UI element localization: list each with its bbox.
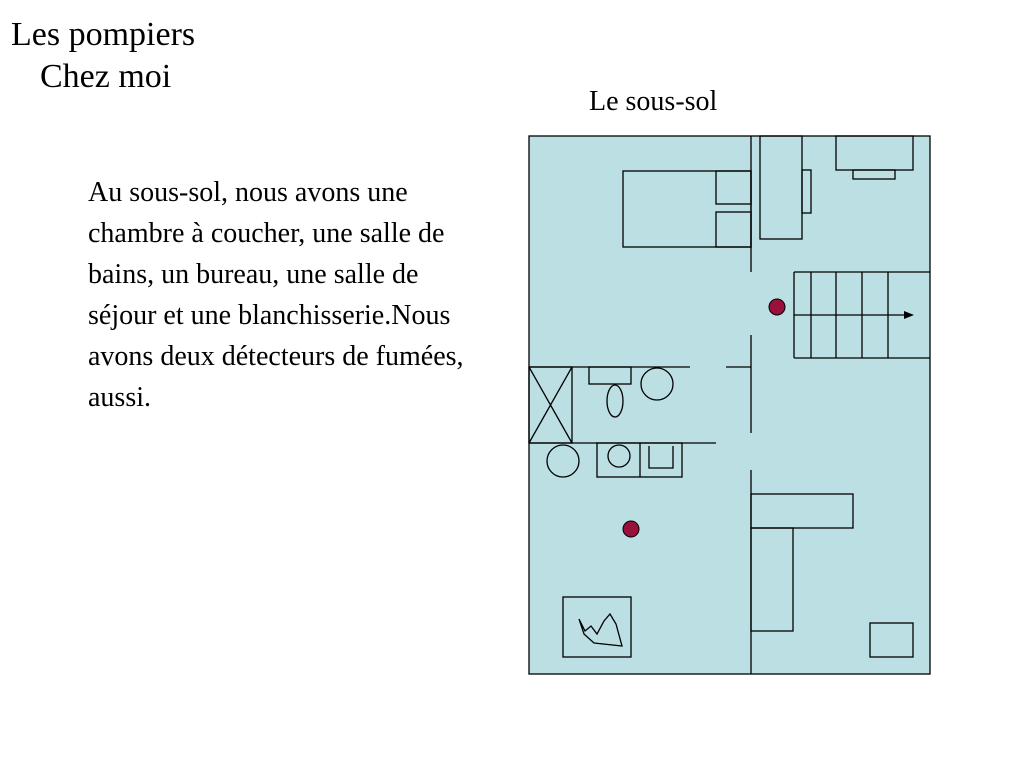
title-line-1: Les pompiers bbox=[11, 16, 196, 53]
dresser bbox=[759, 135, 812, 240]
side-table bbox=[869, 622, 914, 658]
title-line-2: Chez moi bbox=[40, 58, 172, 95]
laundry-tub bbox=[546, 444, 580, 478]
floor-plan-label: Le sous-sol bbox=[589, 86, 718, 117]
bed bbox=[622, 170, 752, 248]
shower bbox=[528, 366, 573, 444]
plant-box bbox=[562, 596, 632, 658]
toilet bbox=[588, 366, 632, 418]
sink bbox=[640, 367, 674, 401]
smoke-detector-icon bbox=[622, 520, 640, 538]
sofa bbox=[750, 493, 854, 632]
floor-area bbox=[528, 135, 931, 675]
description-text: Au sous-sol, nous avons une chambre à co… bbox=[88, 177, 464, 413]
staircase bbox=[793, 271, 930, 359]
slide-title: Les pompiers Chez moi bbox=[11, 14, 195, 98]
washer-dryer bbox=[596, 442, 683, 478]
desk bbox=[835, 135, 914, 180]
smoke-detector-icon bbox=[768, 298, 786, 316]
stair-arrow-icon bbox=[904, 311, 914, 319]
